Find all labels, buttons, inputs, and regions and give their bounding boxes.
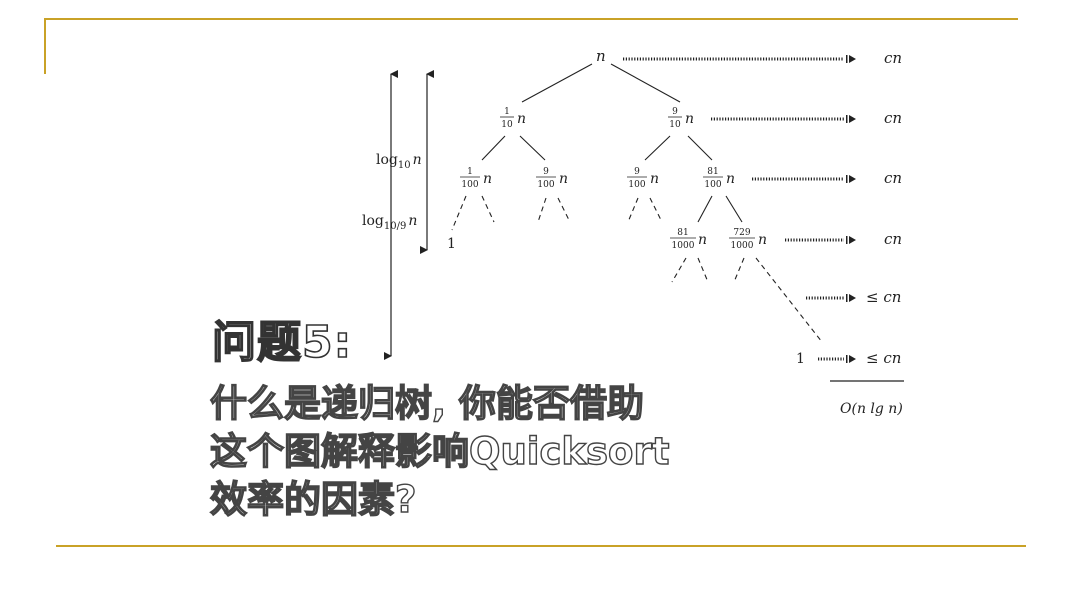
svg-text:1000: 1000 — [672, 241, 695, 251]
top-rule — [46, 18, 1018, 20]
bottom-rule — [56, 545, 1026, 547]
left-rule — [44, 18, 46, 74]
level2-node-1: 1 100 n — [460, 167, 492, 190]
svg-text:n: n — [726, 171, 735, 187]
svg-text:9: 9 — [634, 167, 640, 177]
svg-text:n: n — [559, 171, 568, 187]
level3-node-2: 729 1000 n — [729, 228, 767, 251]
level2-node-3: 9 100 n — [627, 167, 659, 190]
cost-level-4: ≤ cn — [866, 288, 901, 306]
tree-dashed-edges — [451, 195, 823, 343]
svg-text:100: 100 — [461, 180, 478, 190]
svg-text:10: 10 — [501, 120, 513, 130]
cost-arrows — [623, 57, 844, 361]
height-arrows — [384, 70, 434, 360]
svg-text:n: n — [517, 111, 526, 127]
svg-text:n: n — [685, 111, 694, 127]
question-prompt: 什么是递归树, 你能否借助 这个图解释影响Quicksort 效率的因素? — [209, 380, 730, 524]
cost-level-5: ≤ cn — [866, 349, 901, 367]
leaf-right: 1 — [796, 351, 805, 367]
svg-text:9: 9 — [672, 107, 678, 117]
svg-text:100: 100 — [628, 180, 645, 190]
svg-text:100: 100 — [537, 180, 554, 190]
total-cost: O(n lg n) — [840, 401, 903, 417]
svg-text:10: 10 — [669, 120, 681, 130]
svg-text:1: 1 — [504, 107, 510, 117]
level2-node-4: 81 100 n — [703, 167, 735, 190]
svg-text:1000: 1000 — [731, 241, 754, 251]
svg-text:n: n — [650, 171, 659, 187]
prompt-line-1: 什么是递归树, 你能否借助 — [209, 381, 644, 425]
svg-text:81: 81 — [677, 228, 688, 238]
svg-text:9: 9 — [543, 167, 549, 177]
level1-node-left: 1 10 n — [500, 107, 526, 130]
svg-text:729: 729 — [733, 228, 750, 238]
question-title: 问题5: — [211, 316, 353, 369]
cost-arrowheads — [846, 55, 856, 363]
prompt-line-3: 效率的因素? — [209, 477, 417, 521]
cost-level-0: cn — [884, 49, 902, 67]
svg-text:n: n — [698, 232, 707, 248]
cost-level-2: cn — [884, 169, 902, 187]
cost-level-1: cn — [884, 109, 902, 127]
svg-text:81: 81 — [707, 167, 718, 177]
prompt-line-2: 这个图解释影响Quicksort — [209, 429, 670, 473]
svg-text:1: 1 — [467, 167, 473, 177]
level3-node-1: 81 1000 n — [670, 228, 707, 251]
root-node: n — [596, 47, 606, 65]
svg-text:n: n — [483, 171, 492, 187]
cost-level-3: cn — [884, 230, 902, 248]
svg-text:n: n — [758, 232, 767, 248]
level2-node-2: 9 100 n — [536, 167, 568, 190]
level1-node-right: 9 10 n — [668, 107, 694, 130]
tree-edges — [481, 63, 743, 223]
svg-text:100: 100 — [704, 180, 721, 190]
leaf-left: 1 — [447, 236, 456, 252]
